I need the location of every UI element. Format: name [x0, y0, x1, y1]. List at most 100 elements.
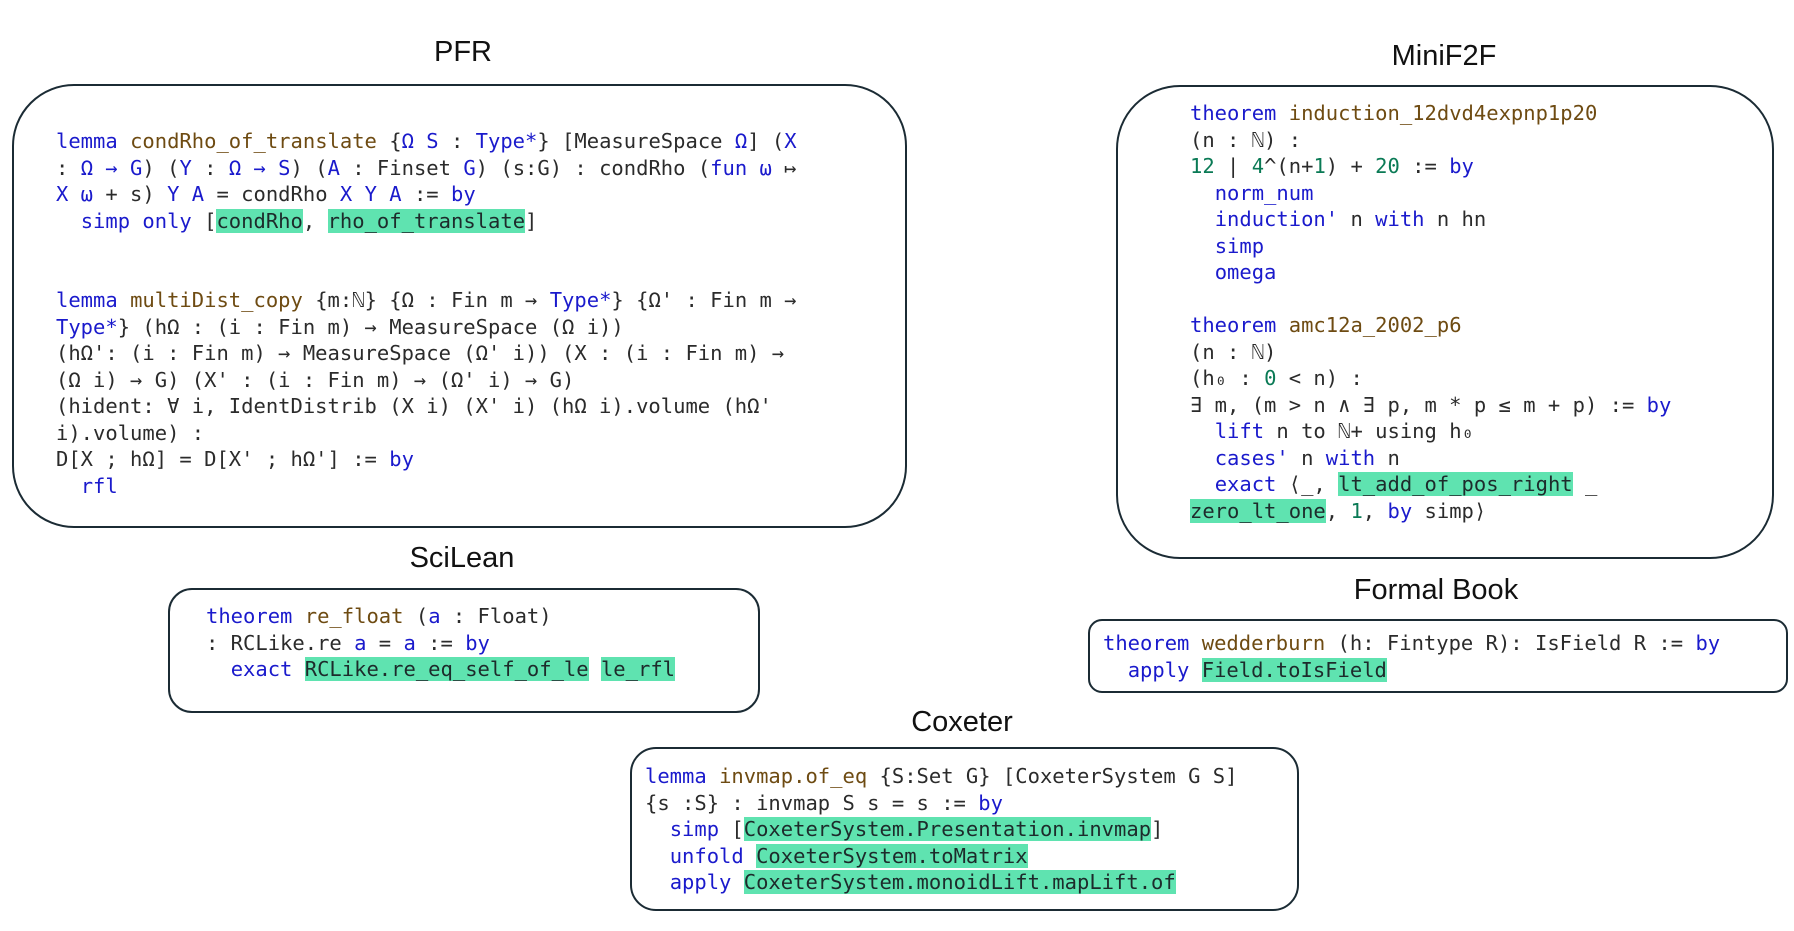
code-keyword: by [978, 790, 1003, 815]
code-line: omega [1190, 259, 1671, 286]
code-line: norm_num [1190, 180, 1671, 207]
code-line: theorem re_float (a : Float) [206, 603, 675, 630]
code-text: (hΩ': (i : Fin m) → MeasureSpace (Ω' i))… [56, 341, 785, 365]
code-text [56, 209, 81, 233]
scilean-code-box [168, 588, 760, 713]
code-text: (Ω i) → G) (X' : (i : Fin m) → (Ω' i) → … [56, 367, 575, 392]
code-text: [ [719, 817, 744, 841]
code-text: ) ( [290, 155, 328, 180]
code-text [645, 844, 670, 868]
code-text: (n : ℕ) : [1190, 127, 1302, 152]
code-keyword: Ω S [401, 129, 439, 153]
code-number: 1 [1350, 498, 1363, 523]
code-keyword: Y A [167, 182, 205, 206]
code-text: (hident: ∀ i, IdentDistrib (X i) (X' i) … [56, 394, 772, 418]
code-text [747, 156, 759, 180]
code-text: : [191, 155, 229, 180]
code-name: wedderburn [1201, 631, 1326, 655]
code-line [1190, 286, 1671, 313]
code-keyword: theorem [1190, 101, 1277, 125]
code-keyword: exact [1214, 472, 1277, 496]
code-text: n hn [1424, 207, 1487, 231]
code-name: induction_12dvd4expnp1p20 [1288, 101, 1598, 125]
code-line: theorem amc12a_2002_p6 [1190, 312, 1671, 339]
code-text [118, 129, 130, 153]
code-line: (n : ℕ) [1190, 339, 1671, 366]
code-line: (h₀ : 0 < n) : [1190, 365, 1671, 392]
code-text: n [1288, 445, 1326, 470]
code-line: (n : ℕ) : [1190, 127, 1671, 154]
code-text [1276, 313, 1288, 337]
code-line: theorem wedderburn (h: Fintype R): IsFie… [1103, 630, 1720, 657]
code-keyword: lemma [56, 129, 118, 153]
code-text [292, 657, 304, 681]
code-line: (hident: ∀ i, IdentDistrib (X i) (X' i) … [56, 393, 797, 420]
code-text: ) (s:G) : condRho ( [475, 155, 711, 180]
code-text [1190, 472, 1215, 496]
code-keyword: rfl [80, 473, 118, 498]
code-highlight: lt_add_of_pos_right [1338, 472, 1573, 496]
code-line: theorem induction_12dvd4expnp1p20 [1190, 100, 1671, 127]
code-text [1190, 419, 1215, 443]
code-line: 12 ∣ 4^(n+1) + 20 := by [1190, 153, 1671, 180]
code-text: : RCLike.re [206, 630, 355, 655]
code-keyword: Type* [475, 129, 538, 153]
code-line: simp only [condRho, rho_of_translate] [56, 208, 797, 235]
code-highlight: CoxeterSystem.Presentation.invmap [743, 817, 1152, 841]
code-keyword: with [1375, 207, 1425, 231]
code-text: := [401, 182, 451, 206]
code-keyword: by [450, 182, 476, 206]
code-keyword: cases' [1214, 445, 1289, 470]
code-text [645, 870, 670, 894]
code-highlight: CoxeterSystem.monoidLift.mapLift.of [743, 870, 1176, 894]
code-text [1189, 631, 1201, 655]
code-keyword: theorem [206, 604, 293, 628]
code-text: D[X ; hΩ] = D[X' ; hΩ'] := [56, 447, 390, 471]
code-keyword: Ω → S [228, 155, 291, 180]
code-text: , [1325, 498, 1351, 523]
code-line [56, 261, 797, 288]
code-text: ^(n+ [1264, 154, 1314, 178]
code-line: apply CoxeterSystem.monoidLift.mapLift.o… [645, 869, 1237, 896]
code-keyword: simp [1214, 233, 1265, 258]
code-line: (hΩ': (i : Fin m) → MeasureSpace (Ω' i))… [56, 340, 797, 367]
code-text: ] [1151, 817, 1164, 841]
code-text: [ [191, 208, 217, 233]
code-line: cases' n with n [1190, 445, 1671, 472]
code-keyword: A [327, 155, 340, 180]
code-keyword: a [354, 630, 367, 655]
minif2f-title: MiniF2F [1391, 40, 1497, 72]
code-text [206, 657, 231, 681]
code-line: : Ω → G) (Y : Ω → S) (A : Finset G) (s:G… [56, 155, 797, 182]
code-keyword: theorem [1103, 631, 1190, 655]
code-number: 0 [1264, 366, 1277, 390]
code-text: ) + [1325, 154, 1376, 178]
formalbook-title: Formal Book [1353, 574, 1519, 606]
code-text: = condRho [204, 182, 340, 206]
code-text: , [302, 208, 328, 233]
code-text: (n : ℕ) [1190, 339, 1277, 364]
code-text: ↦ [771, 155, 797, 180]
code-text: n to ℕ+ using h₀ [1264, 419, 1474, 443]
code-line: exact ⟨_, lt_add_of_pos_right _ [1190, 471, 1671, 498]
code-text: : Float) [440, 604, 552, 628]
code-line: apply Field.toIsField [1103, 657, 1720, 684]
code-keyword: norm_num [1214, 180, 1314, 205]
code-line: induction' n with n hn [1190, 206, 1671, 233]
code-line: lift n to ℕ+ using h₀ [1190, 418, 1671, 445]
code-text: } [MeasureSpace [537, 129, 735, 153]
pfr-code-box [12, 84, 907, 528]
code-text: {m:ℕ} {Ω : Fin m → [302, 288, 550, 312]
code-keyword: exact [230, 657, 293, 681]
code-keyword: simp [669, 817, 720, 841]
code-highlight: CoxeterSystem.toMatrix [756, 843, 1028, 868]
code-text [1189, 658, 1201, 682]
code-keyword: a [403, 630, 416, 655]
code-keyword: lemma [645, 764, 707, 788]
code-text: := [1399, 154, 1450, 178]
code-text: ) ( [142, 155, 180, 180]
code-highlight: le_rfl [600, 657, 676, 681]
coxeter-code: lemma invmap.of_eq {S:Set G} [CoxeterSys… [645, 763, 1237, 896]
code-text: n [1375, 445, 1400, 470]
code-text [1103, 658, 1128, 682]
